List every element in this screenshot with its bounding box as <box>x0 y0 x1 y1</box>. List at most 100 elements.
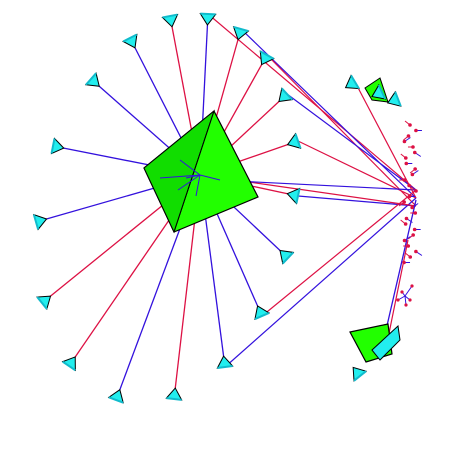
edge-line <box>68 197 185 367</box>
edge-line <box>115 201 191 401</box>
cluster-node <box>414 128 418 133</box>
hub-bottom-cone <box>371 324 401 361</box>
cone-base <box>85 72 97 86</box>
edge-line <box>173 201 198 400</box>
cluster-node <box>406 244 411 248</box>
cone-base <box>259 50 275 60</box>
cluster-node <box>408 123 412 127</box>
node-cone <box>254 305 271 321</box>
node-cone <box>36 295 52 311</box>
cluster-node <box>404 156 408 160</box>
cluster-node <box>414 249 418 254</box>
cluster-node <box>396 298 400 302</box>
cluster-node <box>407 194 412 199</box>
edge-line <box>41 189 182 304</box>
cone-base <box>108 396 124 404</box>
cone-base <box>50 138 56 154</box>
node-cone <box>199 12 217 26</box>
cluster-link <box>404 285 413 297</box>
hub-spoke <box>195 174 201 197</box>
edge-line <box>224 197 417 368</box>
node-cone <box>352 366 368 382</box>
cluster-node <box>408 255 413 259</box>
cone-base <box>294 133 302 149</box>
cluster-node <box>411 145 415 149</box>
node-cone <box>371 83 387 100</box>
cone-base <box>254 311 270 321</box>
node-cone <box>165 387 183 401</box>
cluster-node <box>402 260 406 265</box>
cone-base <box>36 296 48 310</box>
cluster-node <box>404 161 409 166</box>
node-cone <box>259 50 275 66</box>
cone-base <box>281 87 293 101</box>
cluster-node <box>411 233 415 237</box>
cluster-node <box>413 167 417 171</box>
node-layer <box>32 12 402 404</box>
node-cone <box>50 137 65 155</box>
cone-base <box>394 91 402 107</box>
cluster-node <box>402 238 407 243</box>
cluster-node <box>402 178 407 182</box>
edge-line <box>382 199 417 344</box>
cluster-node <box>402 200 406 204</box>
cone-base <box>200 12 216 16</box>
cluster-node <box>412 150 417 155</box>
node-cone <box>344 74 360 90</box>
hub-layer <box>143 77 401 363</box>
edge-line <box>261 189 417 317</box>
cluster-node <box>403 222 408 226</box>
cone-base <box>162 13 178 19</box>
edge-line <box>202 197 226 368</box>
cone-base <box>377 84 387 100</box>
node-cone <box>122 33 138 49</box>
node-cone <box>278 87 294 103</box>
hub-spoke <box>177 174 201 191</box>
cone-base <box>122 33 138 43</box>
node-cone <box>286 187 301 205</box>
hub-edge <box>173 110 215 233</box>
cone-base <box>281 251 295 265</box>
node-cone <box>279 249 295 265</box>
node-cone <box>232 25 250 41</box>
node-cone <box>107 388 124 404</box>
node-cone <box>386 90 402 107</box>
cone-base <box>166 397 182 401</box>
node-cone <box>61 356 76 372</box>
edge-line <box>297 195 417 207</box>
cluster-node <box>400 290 404 294</box>
cluster-node <box>406 134 411 138</box>
cluster-node <box>410 205 414 210</box>
hub-spoke <box>199 174 221 181</box>
cluster-node <box>413 211 418 215</box>
edge-line <box>354 81 417 199</box>
cone-base <box>233 25 249 33</box>
cone-base <box>217 365 233 369</box>
node-cone <box>216 355 234 369</box>
node-cone <box>32 213 48 231</box>
cluster-node <box>404 216 409 221</box>
cone-base <box>62 360 76 372</box>
edge-line <box>266 54 417 207</box>
cluster-node <box>410 172 415 177</box>
cluster-node <box>408 298 412 302</box>
edge-line <box>207 13 417 191</box>
cone-base <box>32 214 40 230</box>
cone-base <box>295 188 301 204</box>
cluster-node <box>410 284 414 288</box>
hub-spoke <box>179 159 201 176</box>
node-cone <box>161 13 179 28</box>
edge-line <box>286 93 417 191</box>
cluster-node <box>414 189 418 193</box>
right-cluster <box>396 120 423 307</box>
cluster-node <box>404 303 408 307</box>
hub-spoke <box>159 174 201 179</box>
cone-base <box>353 370 367 382</box>
node-cone <box>84 72 100 87</box>
cluster-node <box>402 139 407 144</box>
cluster-node <box>407 183 411 188</box>
cone-base <box>350 74 360 90</box>
cluster-node <box>412 227 417 232</box>
